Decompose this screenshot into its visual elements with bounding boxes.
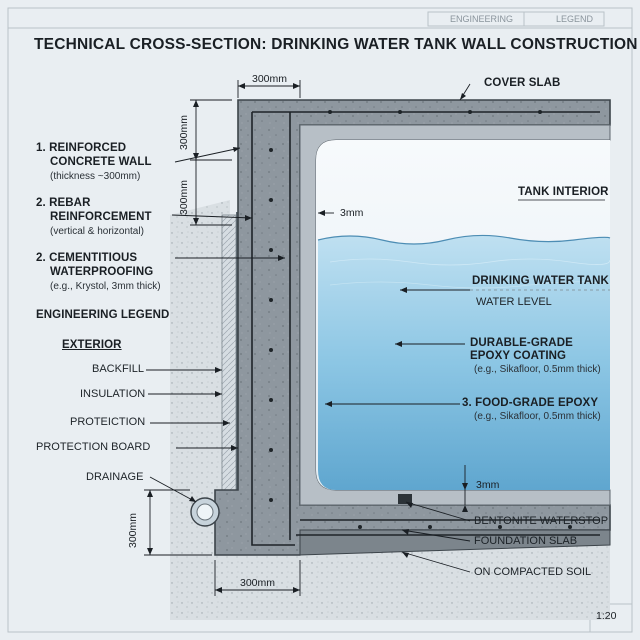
label-rebar-title-1: 2. REBAR — [36, 197, 91, 209]
label-wp-title-2: WATERPROOFING — [50, 266, 154, 278]
label-bentonite: BENTONITE WATERSTOP — [474, 515, 609, 527]
label-proteiction: PROTEICTION — [70, 416, 146, 428]
compacted-soil — [170, 545, 610, 620]
bentonite-waterstop — [398, 494, 412, 504]
rebar-outer — [251, 112, 295, 546]
header-tab-box-2 — [523, 11, 605, 27]
label-insulation: INSULATION — [80, 388, 146, 400]
water-ripple-1 — [329, 258, 611, 266]
insulation-layer — [221, 214, 237, 496]
foundation-slab — [299, 529, 611, 556]
dim-top-width: 300mm — [252, 73, 288, 85]
label-wp-sub: (e.g., Krystol, 3mm thick) — [50, 281, 161, 292]
dim-membrane: 3mm — [340, 207, 364, 219]
dim-side-lower: 300mm — [178, 179, 190, 215]
label-food-title: 3. FOOD-GRADE EPOXY — [462, 397, 599, 409]
water-ripple-2 — [329, 281, 611, 289]
label-drinking-water-tank: DRINKING WATER TANK — [472, 275, 609, 287]
label-drainage: DRAINAGE — [86, 471, 144, 483]
legend-heading: ENGINEERING LEGEND — [36, 309, 170, 321]
drainage-pipe-core — [196, 503, 214, 521]
rebar-group — [251, 111, 600, 546]
exterior-heading: EXTERIOR — [62, 339, 122, 351]
label-wall-title-1: 1. REINFORCED — [36, 142, 127, 154]
label-foundation-slab: FOUNDATION SLAB — [474, 535, 578, 547]
dim-footing-height: 300mm — [127, 512, 139, 548]
label-durable-title-1: DURABLE-GRADE — [470, 337, 573, 349]
label-protection-board: PROTECTION BOARD — [36, 441, 151, 453]
label-tank-interior: TANK INTERIOR — [518, 186, 609, 198]
label-cover-slab: COVER SLAB — [484, 77, 561, 89]
header-tab-engineering: ENGINEERING — [450, 14, 514, 24]
label-water-level: WATER LEVEL — [476, 296, 552, 308]
leader-lines — [146, 83, 471, 573]
page-title: TECHNICAL CROSS-SECTION: DRINKING WATER … — [34, 36, 638, 53]
label-rebar-sub: (vertical & horizontal) — [50, 226, 144, 237]
dim-side-upper: 300mm — [178, 114, 190, 150]
drinking-water — [318, 235, 610, 490]
label-wp-title-1: 2. CEMENTITIOUS — [36, 252, 138, 264]
label-food-sub: (e.g., Sikafloor, 0.5mm thick) — [474, 411, 601, 422]
rebar-dots — [269, 110, 572, 529]
label-wall-sub: (thickness ~300mm) — [50, 171, 141, 182]
label-backfill: BACKFILL — [92, 363, 144, 375]
label-rebar-title-2: REINFORCEMENT — [50, 211, 152, 223]
label-durable-title-2: EPOXY COATING — [470, 350, 567, 362]
dim-coating-bottom: 3mm — [476, 479, 500, 491]
label-wall-title-2: CONCRETE WALL — [50, 156, 152, 168]
dimension-arrows — [147, 83, 468, 593]
dim-bottom-width: 300mm — [240, 577, 276, 589]
scale-label: 1:20 — [596, 610, 617, 622]
label-compacted-soil: ON COMPACTED SOIL — [474, 566, 592, 578]
header-tab-legend: LEGEND — [556, 14, 594, 24]
leader-arrows — [189, 93, 466, 558]
sheet-frame — [7, 7, 633, 633]
label-durable-sub: (e.g., Sikafloor, 0.5mm thick) — [474, 364, 601, 375]
water-surface — [317, 234, 611, 245]
